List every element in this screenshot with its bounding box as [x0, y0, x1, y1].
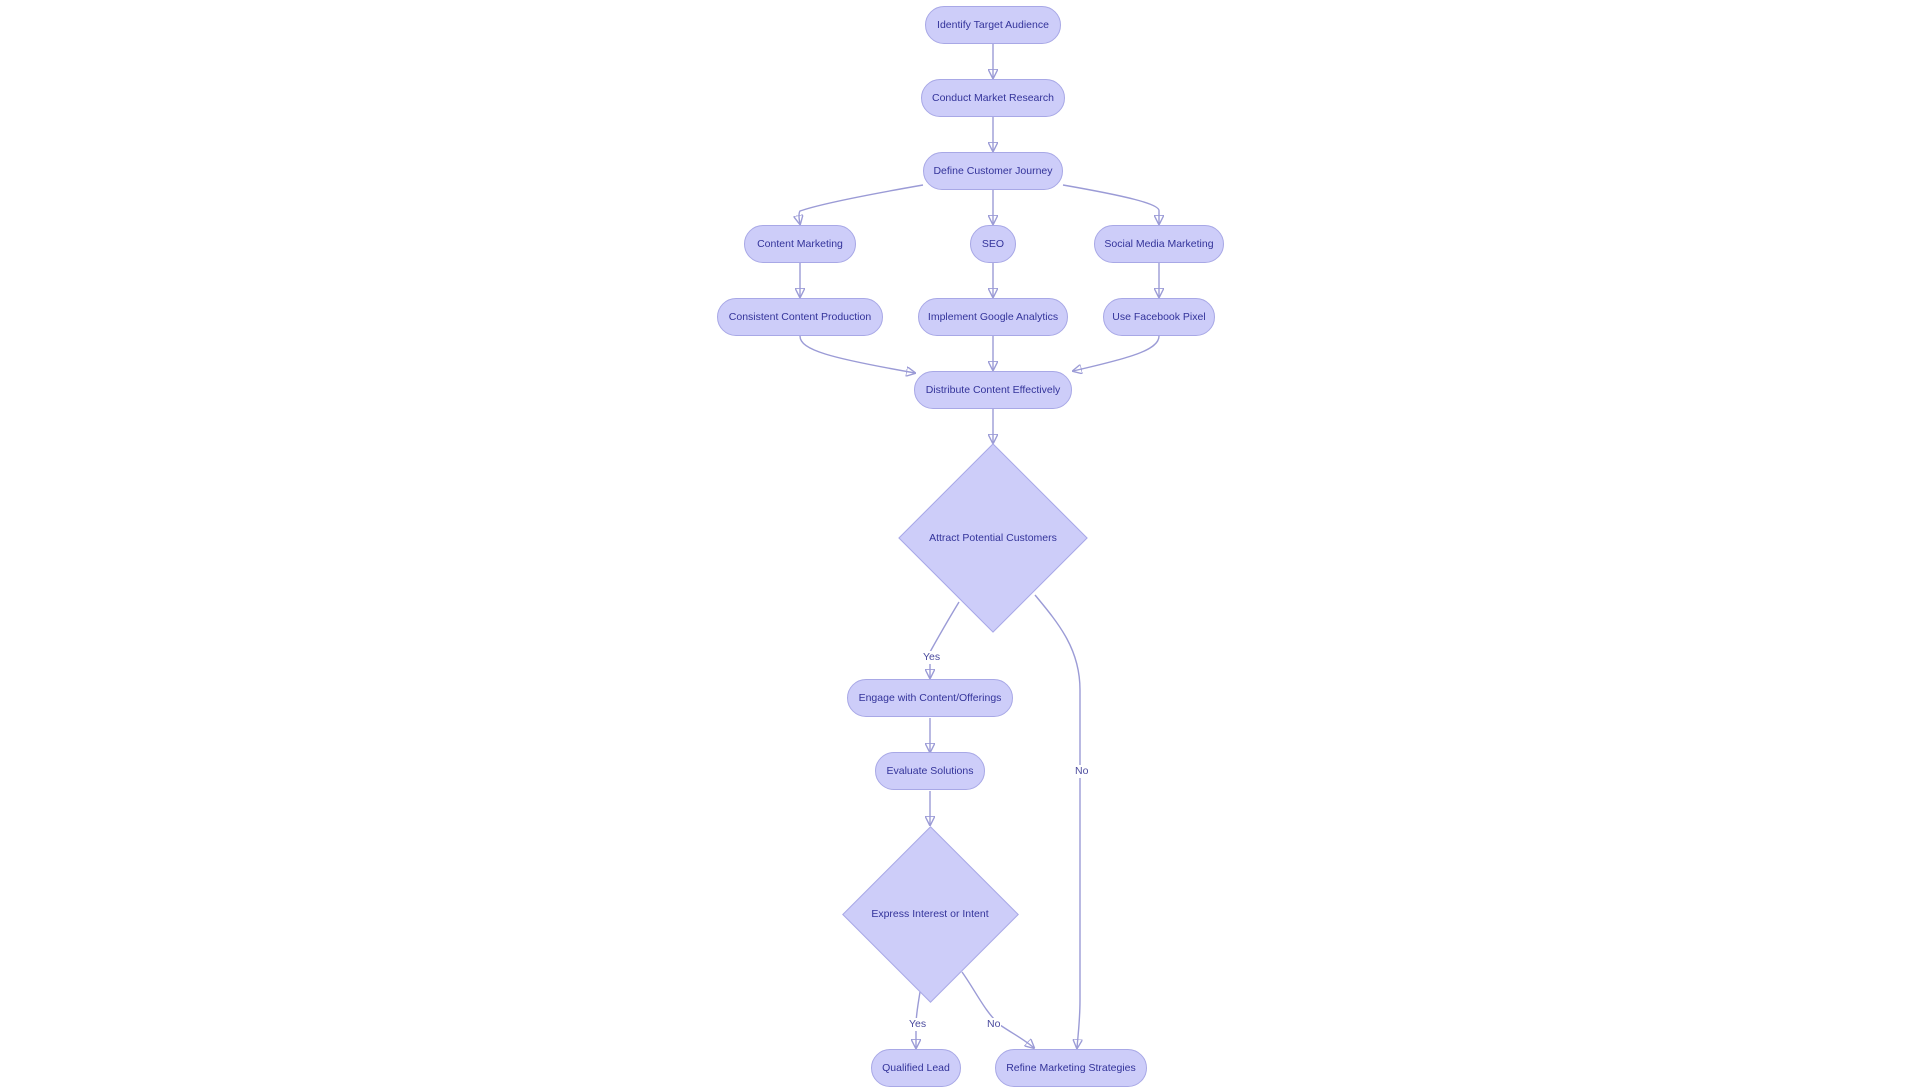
- node-implement-google-analytics[interactable]: Implement Google Analytics: [918, 298, 1068, 336]
- node-label: Content Marketing: [757, 238, 843, 250]
- node-seo[interactable]: SEO: [970, 225, 1016, 263]
- node-engage-with-content-offerings[interactable]: Engage with Content/Offerings: [847, 679, 1013, 717]
- node-label: Implement Google Analytics: [927, 311, 1059, 323]
- node-label: Refine Marketing Strategies: [1006, 1062, 1136, 1074]
- node-define-customer-journey[interactable]: Define Customer Journey: [923, 152, 1063, 190]
- node-content-marketing[interactable]: Content Marketing: [744, 225, 856, 263]
- node-social-media-marketing[interactable]: Social Media Marketing: [1094, 225, 1224, 263]
- node-label: Use Facebook Pixel: [1112, 311, 1206, 323]
- node-use-facebook-pixel[interactable]: Use Facebook Pixel: [1103, 298, 1215, 336]
- node-evaluate-solutions[interactable]: Evaluate Solutions: [875, 752, 985, 790]
- edge-label-attract-yes: Yes: [922, 651, 942, 664]
- node-identify-target-audience[interactable]: Identify Target Audience: [925, 6, 1061, 44]
- node-label: SEO: [981, 238, 1005, 250]
- node-consistent-content-production[interactable]: Consistent Content Production: [717, 298, 883, 336]
- node-label: Identify Target Audience: [937, 19, 1049, 31]
- edge-journey-content-marketing: [799, 184, 924, 224]
- node-label: Social Media Marketing: [1104, 238, 1214, 250]
- decision-attract-potential-customers[interactable]: Attract Potential Customers: [898, 443, 1088, 633]
- node-distribute-content-effectively[interactable]: Distribute Content Effectively: [914, 371, 1072, 409]
- node-label: Conduct Market Research: [932, 92, 1054, 104]
- node-label: Engage with Content/Offerings: [858, 692, 1002, 704]
- node-conduct-market-research[interactable]: Conduct Market Research: [921, 79, 1065, 117]
- decision-label: Express Interest or Intent: [871, 908, 989, 920]
- decision-express-interest-or-intent[interactable]: Express Interest or Intent: [841, 825, 1019, 1003]
- decision-label: Attract Potential Customers: [929, 532, 1057, 544]
- node-label: Qualified Lead: [882, 1062, 950, 1074]
- edge-label-express-yes: Yes: [908, 1018, 928, 1031]
- node-label: Evaluate Solutions: [886, 765, 974, 777]
- edge-label-express-no: No: [986, 1018, 1002, 1031]
- edge-journey-social: [1062, 184, 1159, 224]
- edge-attract-refine: [1034, 594, 1080, 1048]
- node-label: Consistent Content Production: [728, 311, 872, 323]
- node-qualified-lead[interactable]: Qualified Lead: [871, 1049, 961, 1087]
- edge-label-attract-no: No: [1074, 765, 1090, 778]
- node-label: Define Customer Journey: [933, 165, 1053, 177]
- edge-pixel-distribute: [1073, 335, 1160, 371]
- edge-consistent-distribute: [799, 335, 915, 373]
- node-label: Distribute Content Effectively: [925, 384, 1061, 396]
- node-refine-marketing-strategies[interactable]: Refine Marketing Strategies: [995, 1049, 1147, 1087]
